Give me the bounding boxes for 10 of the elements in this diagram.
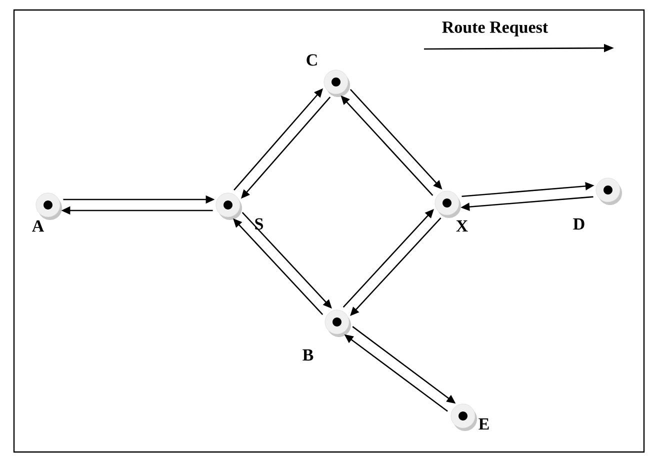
arrow xyxy=(342,209,434,308)
node-label: B xyxy=(302,349,314,361)
node-label: E xyxy=(478,418,489,430)
node-label: A xyxy=(32,220,44,232)
node-label: S xyxy=(255,218,263,230)
node-label: X xyxy=(456,220,468,232)
legend-label: Route Request xyxy=(442,22,548,36)
arrow xyxy=(350,218,442,316)
node-label: D xyxy=(573,218,584,230)
node-label: C xyxy=(306,54,317,66)
